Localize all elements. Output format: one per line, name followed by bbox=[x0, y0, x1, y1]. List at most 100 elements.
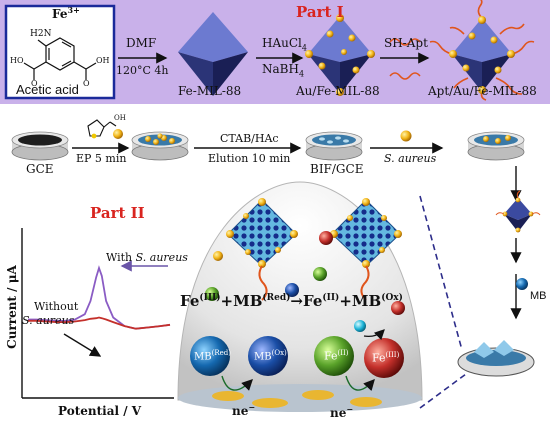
eq-mb-red-sup: (Red) bbox=[262, 293, 291, 303]
eq-fe2: Fe bbox=[303, 292, 323, 310]
step1-below: 120°C 4h bbox=[116, 64, 169, 77]
with-label-prefix: With bbox=[106, 251, 136, 264]
hydroxyl-left-label: HO bbox=[10, 56, 24, 65]
step3-above: SH-Apt bbox=[384, 36, 428, 50]
surface-patches bbox=[212, 390, 382, 408]
zoom-line-bottom bbox=[419, 373, 467, 409]
mof-gold-nanoparticles bbox=[226, 198, 402, 268]
elution-top-label: CTAB/HAc bbox=[220, 132, 279, 145]
mb-red-ball-label: MB(Red) bbox=[194, 349, 231, 362]
step2-above-text: HAuCl bbox=[262, 36, 302, 50]
au-fe-mil-88-octahedron bbox=[308, 16, 372, 94]
eq-fe2-sup: (II) bbox=[322, 293, 340, 303]
without-label-line2: S. aureus bbox=[22, 314, 75, 327]
electron-left-sup: − bbox=[248, 402, 256, 412]
without-label-arrow bbox=[63, 333, 102, 357]
gce-electrode bbox=[11, 131, 69, 161]
eq-mb-ox-sup: (Ox) bbox=[381, 293, 403, 303]
eq-plus-2: + bbox=[339, 292, 352, 310]
product3-label: Apt/Au/Fe-MIL-88 bbox=[428, 84, 537, 98]
electron-left-label: ne− bbox=[232, 402, 255, 418]
probe-icon bbox=[495, 190, 541, 233]
electron-arrow-right bbox=[345, 375, 375, 392]
tethers bbox=[258, 265, 370, 301]
fe-cycle-arrow bbox=[363, 329, 385, 341]
electron-left-text: ne bbox=[232, 404, 249, 418]
fe-mil-88-octahedron bbox=[178, 12, 248, 96]
floating-spheres bbox=[205, 231, 405, 315]
mb-red-ball bbox=[190, 336, 230, 376]
fe3-ball-label: Fe(III) bbox=[372, 351, 399, 365]
thiophene-sulfur bbox=[91, 133, 97, 139]
electron-right-sup: − bbox=[346, 404, 354, 414]
mb-red-ball-main: MB bbox=[194, 351, 212, 363]
fe2-ball-sup: (II) bbox=[337, 349, 349, 357]
series-without-s-aureus bbox=[28, 316, 171, 330]
acetic-acid-label: Acetic acid bbox=[16, 82, 79, 97]
electron-right-text: ne bbox=[330, 406, 347, 420]
step1-above: DMF bbox=[126, 36, 157, 50]
fe3-ball bbox=[364, 338, 404, 378]
step2-below: NaBH4 bbox=[262, 62, 304, 78]
electron-arrow-left bbox=[221, 375, 253, 391]
hydroxyl-right-label: OH bbox=[96, 56, 110, 65]
gold-nanoparticles-2 bbox=[449, 16, 515, 94]
mb-red-ball-sup: (Red) bbox=[211, 349, 231, 357]
carbonyl-right-label: O bbox=[83, 79, 90, 88]
fe2-ball bbox=[314, 336, 354, 376]
with-s-aureus-label: With S. aureus bbox=[106, 251, 188, 264]
step2-above-sub: 4 bbox=[301, 43, 307, 53]
template-bacterium-icon bbox=[113, 129, 123, 139]
step2-below-text: NaBH bbox=[262, 62, 299, 76]
ep-electrode bbox=[131, 131, 189, 161]
fe3-ion-label: Fe3+ bbox=[52, 5, 80, 21]
eq-mb-ox: MB bbox=[351, 292, 382, 310]
product1-label: Fe-MIL-88 bbox=[178, 84, 242, 98]
part2-title: Part II bbox=[90, 204, 145, 222]
ep-step-label: EP 5 min bbox=[76, 152, 127, 165]
mb-molecule-icon bbox=[516, 278, 528, 290]
cyan-mediator bbox=[354, 320, 366, 332]
elution-bottom-label: Elution 10 min bbox=[208, 152, 291, 165]
s-aureus-step-label: S. aureus bbox=[384, 152, 437, 165]
s-aureus-icon bbox=[400, 130, 412, 142]
bif-gce-label: BIF/GCE bbox=[310, 162, 364, 176]
product2-label: Au/Fe-MIL-88 bbox=[296, 84, 380, 98]
fe2-ball-main: Fe bbox=[324, 349, 338, 363]
fe3-ball-sup: (III) bbox=[385, 351, 400, 359]
step2-above: HAuCl4 bbox=[262, 36, 307, 52]
eq-mb-red: MB bbox=[233, 292, 263, 310]
eq-arrow-glyph: → bbox=[290, 292, 303, 310]
monomer-oh-label: OH bbox=[114, 114, 126, 122]
bif-gce-electrode bbox=[305, 131, 363, 161]
fe2-ball-label: Fe(II) bbox=[324, 349, 349, 363]
step2-below-sub: 4 bbox=[298, 69, 305, 79]
fe3-ball-main: Fe bbox=[372, 351, 386, 365]
molecule-structure bbox=[23, 37, 97, 80]
molecule-box bbox=[4, 4, 116, 100]
mb-ox-ball-main: MB bbox=[254, 351, 272, 363]
gce-label: GCE bbox=[26, 162, 54, 176]
mb-ox-ball-label: MB(Ox) bbox=[254, 349, 287, 362]
eq-fe3: Fe bbox=[180, 292, 200, 310]
gold-nanoparticles-1 bbox=[305, 14, 375, 96]
mb-ox-ball-sup: (Ox) bbox=[271, 349, 287, 357]
dpv-chart bbox=[21, 228, 174, 399]
with-label-species: S. aureus bbox=[135, 251, 188, 264]
fe-charge: 3+ bbox=[67, 5, 80, 15]
fe-text: Fe bbox=[52, 7, 68, 21]
bacteria-captured-electrode bbox=[467, 131, 525, 161]
aptamer-strands bbox=[389, 0, 535, 101]
redox-equation: Fe(III)+MB(Red)→Fe(II)+MB(Ox) bbox=[180, 292, 403, 310]
chart-y-label: Current / μA bbox=[5, 265, 19, 349]
mb-ox-ball bbox=[248, 336, 288, 376]
zoom-line-top bbox=[419, 195, 463, 351]
eq-fe3-sup: (III) bbox=[199, 293, 221, 303]
chart-x-label: Potential / V bbox=[58, 404, 142, 418]
eq-plus-1: + bbox=[220, 292, 234, 310]
final-electrode bbox=[457, 340, 535, 377]
thiophene-monomer bbox=[87, 119, 117, 137]
amine-label: H2N bbox=[30, 29, 52, 39]
mb-side-label: MB bbox=[530, 290, 547, 302]
